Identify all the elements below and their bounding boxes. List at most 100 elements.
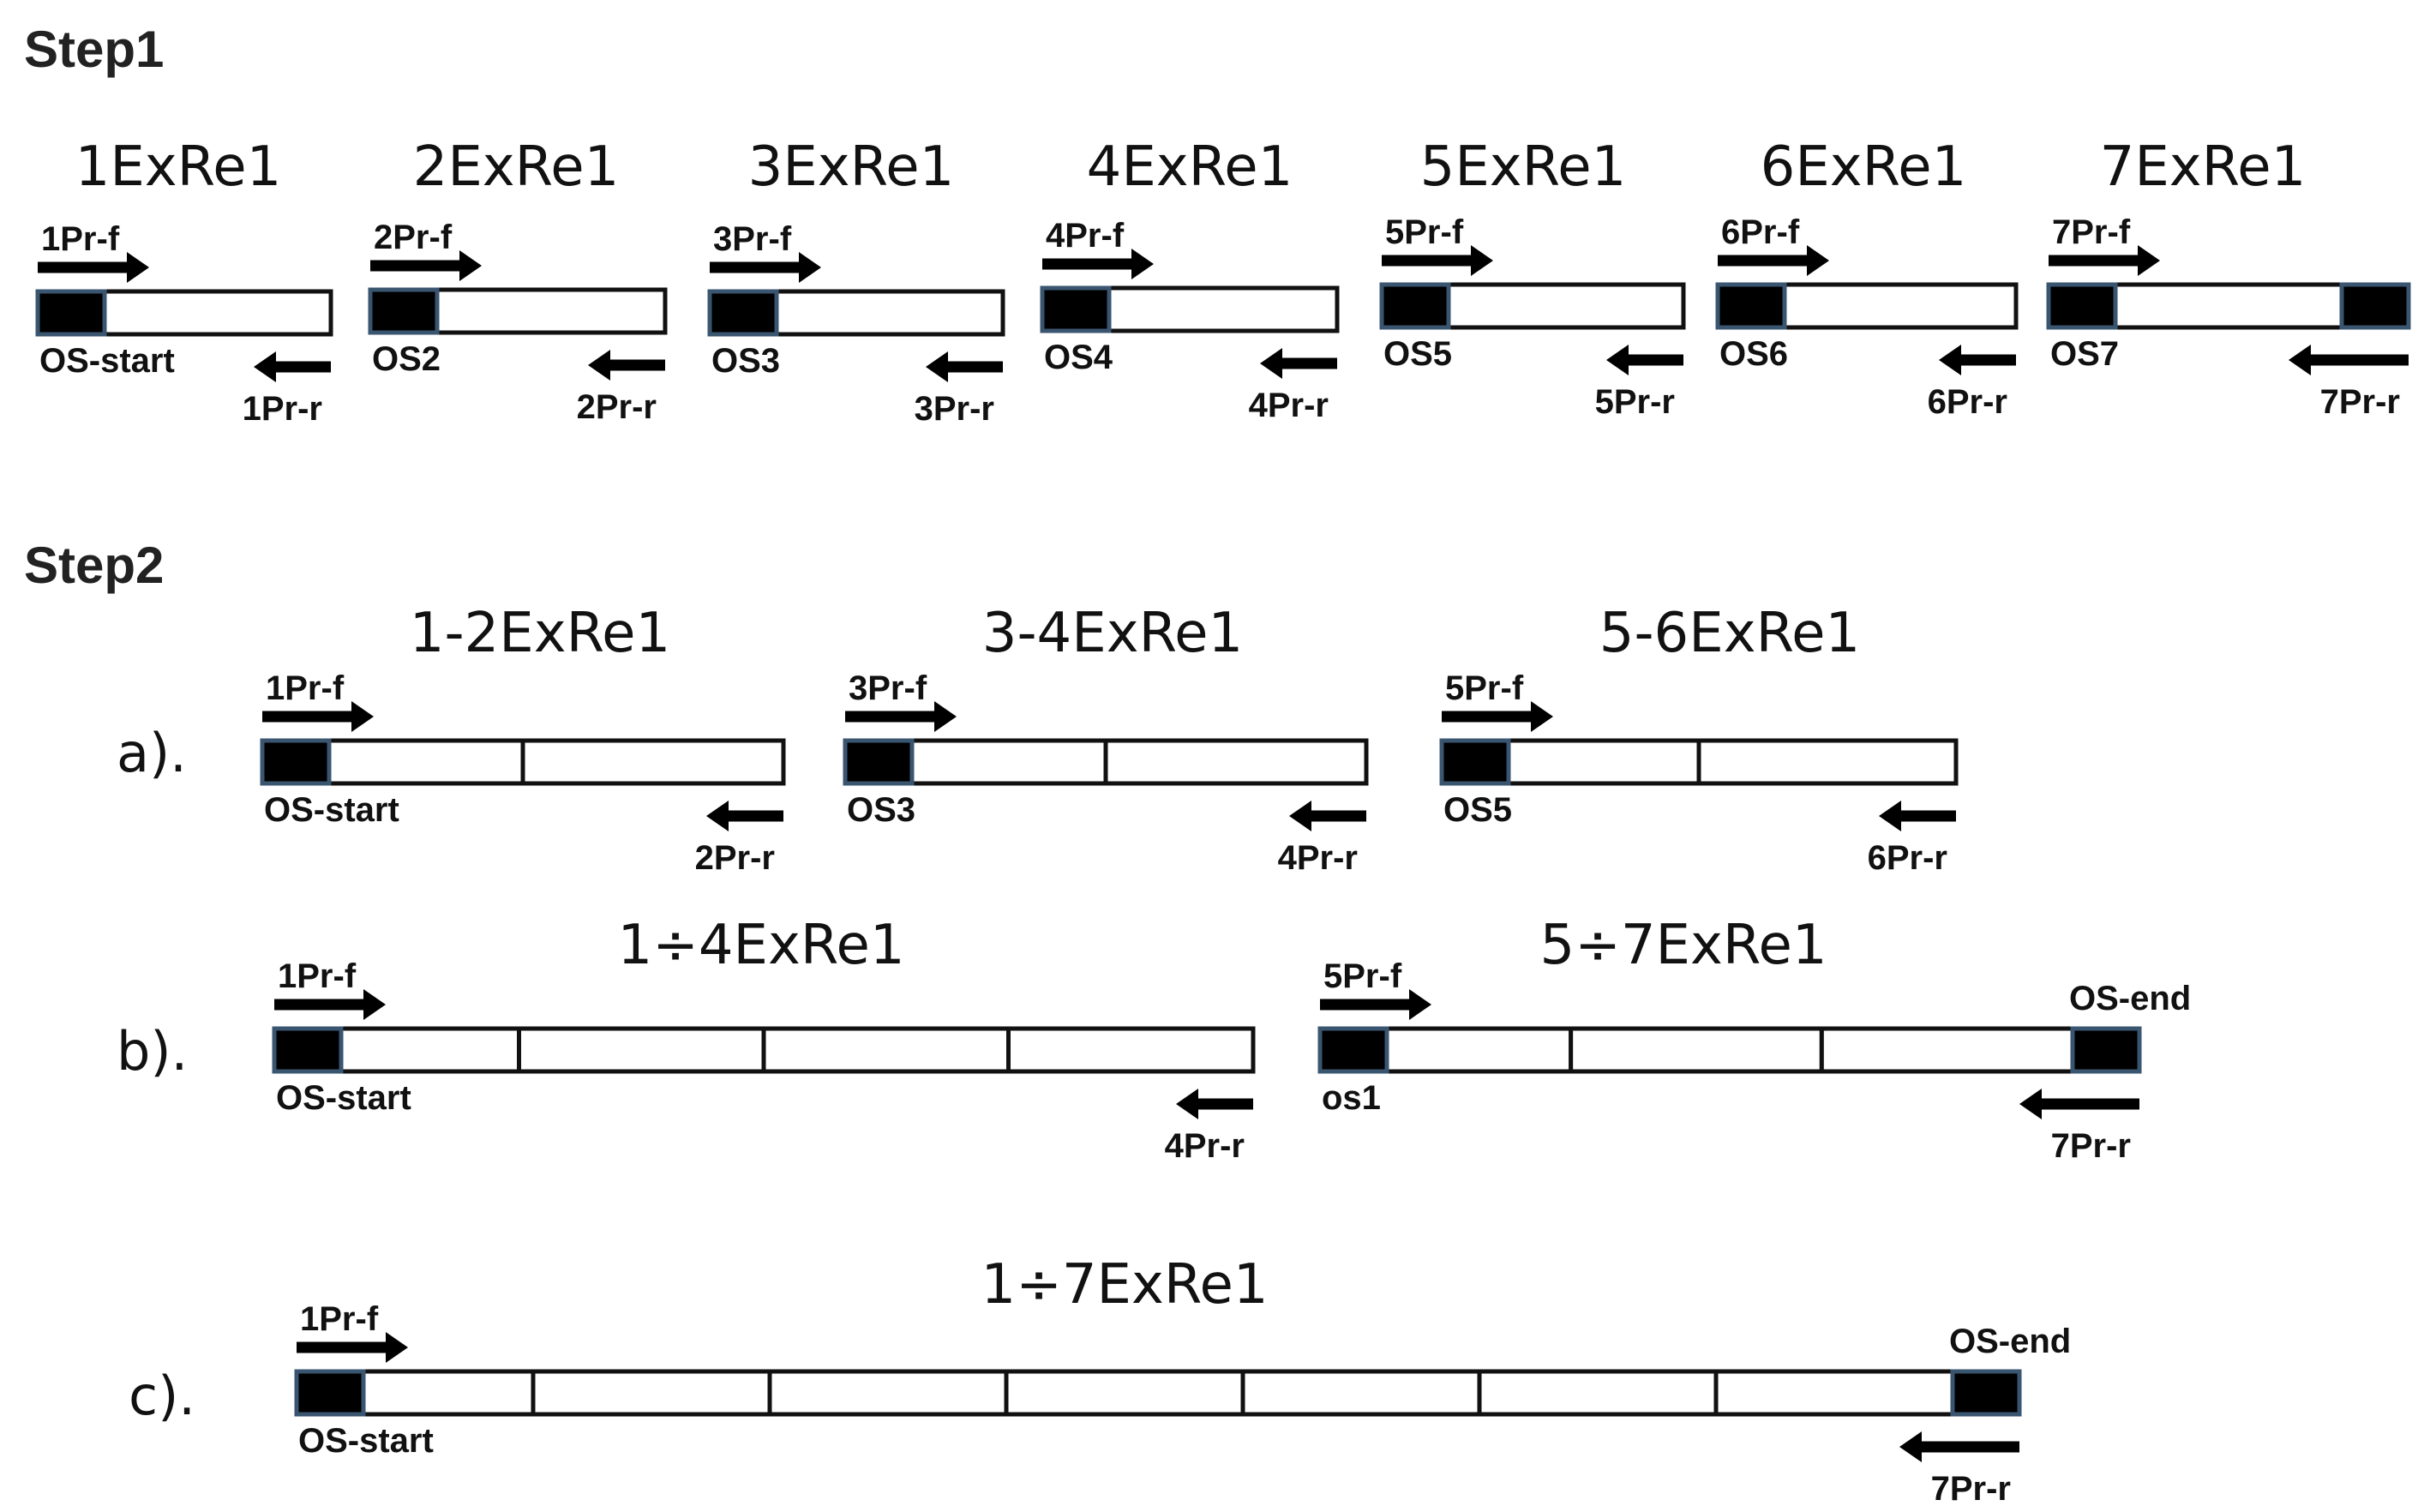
step1-construct-4-rev-label: 4Pr-r: [1249, 387, 1329, 424]
row-b-construct-2-os-label: os1: [1322, 1079, 1381, 1117]
row-b-construct-2-os-end-block: [2070, 1026, 2142, 1074]
row-b-construct-2-os-start-block: [1317, 1026, 1389, 1074]
step1-construct-4-title: 4ExRe1: [1087, 135, 1293, 199]
step1-construct-6-rev-label: 6Pr-r: [1928, 383, 2007, 421]
row-a-construct-2-segment-2: [1103, 738, 1369, 786]
row-c-construct-1-rev-arrow-head: [1899, 1431, 1922, 1462]
row-c-construct-1-title: 1÷7ExRe1: [981, 1253, 1268, 1317]
step1-construct-1-rev-arrow-head: [254, 351, 276, 382]
row-a-construct-2-fwd-label: 3Pr-f: [849, 669, 927, 707]
row-c-construct-1-os-label: OS-start: [298, 1422, 434, 1460]
row-c-label: c).: [129, 1365, 195, 1427]
row-a-construct-2-rev-arrow-head: [1289, 801, 1311, 831]
row-b-construct-1-rev-label: 4Pr-r: [1165, 1127, 1245, 1165]
row-a-construct-2-os-label: OS3: [847, 791, 915, 829]
row-a-construct-2-title: 3-4ExRe1: [982, 602, 1244, 665]
step1-construct-5-os-label: OS5: [1383, 335, 1452, 373]
step1-construct-4-os-label: OS4: [1044, 339, 1113, 376]
row-c-construct-1-os-end-label: OS-end: [1949, 1323, 2071, 1360]
row-a-construct-3-segment-2: [1696, 738, 1959, 786]
step1-construct-5-title: 5ExRe1: [1420, 135, 1627, 199]
row-a-construct-2-os-start-block: [843, 738, 915, 786]
step1-construct-1-os-label: OS-start: [39, 342, 175, 380]
row-c-construct-1-fwd-label: 1Pr-f: [300, 1300, 379, 1338]
step1-construct-3-os-start-block: [707, 289, 779, 337]
row-c-construct-1-segment-6: [1477, 1369, 1719, 1417]
step1-construct-2-os-label: OS2: [372, 340, 441, 378]
step1-construct-1-os-start-block: [35, 289, 107, 337]
step1-construct-7-fwd-arrow-head: [2138, 245, 2160, 276]
row-b-construct-2-rev-label: 7Pr-r: [2051, 1127, 2131, 1165]
step1-construct-2-rev-arrow-head: [588, 350, 610, 381]
constructs-layer: 1ExRe11Pr-fOS-start1Pr-r2ExRe12Pr-fOS22P…: [35, 135, 2411, 1508]
row-b-construct-2-segment-2: [1569, 1026, 1824, 1074]
row-b-construct-1-fwd-arrow-head: [363, 989, 386, 1020]
row-b-construct-1-segment-3: [761, 1026, 1011, 1074]
step1-construct-1-rev-label: 1Pr-r: [243, 390, 322, 428]
step1-construct-3-fwd-label: 3Pr-f: [713, 220, 792, 258]
step1-construct-2-rev-label: 2Pr-r: [577, 388, 657, 426]
step1-construct-6-fwd-label: 6Pr-f: [1721, 213, 1800, 251]
row-c-construct-1-os-end-block: [1950, 1369, 2022, 1417]
step1-construct-3-rev-arrow-head: [926, 351, 948, 382]
row-c-construct-1-segment-4: [1004, 1369, 1245, 1417]
step1-construct-2-title: 2ExRe1: [413, 135, 620, 199]
step1-construct-7-os-label: OS7: [2050, 335, 2119, 373]
step1-construct-6-os-start-block: [1715, 282, 1787, 330]
step1-construct-7-rev-arrow-head: [2289, 345, 2311, 375]
step1-construct-7-os-end-block: [2339, 282, 2411, 330]
row-c-construct-1-segment-2: [531, 1369, 772, 1417]
row-b-construct-2-fwd-label: 5Pr-f: [1323, 957, 1402, 995]
step1-construct-4-fwd-arrow-head: [1131, 249, 1154, 279]
step1-construct-3-rev-label: 3Pr-r: [915, 390, 994, 428]
step1-construct-1-title: 1ExRe1: [75, 135, 282, 199]
row-a-construct-3-title: 5-6ExRe1: [1599, 602, 1861, 665]
row-a-construct-1-os-label: OS-start: [264, 791, 399, 829]
row-b-construct-2-segment-3: [1819, 1026, 2075, 1074]
step1-construct-5-os-start-block: [1379, 282, 1451, 330]
row-b-construct-1-segment-2: [517, 1026, 766, 1074]
step1-construct-5-fwd-arrow-head: [1471, 245, 1493, 276]
step1-construct-5-rev-arrow-head: [1606, 345, 1629, 375]
row-a-construct-1-rev-label: 2Pr-r: [695, 839, 775, 877]
step2-label: Step2: [24, 537, 164, 594]
row-c-construct-1-rev-label: 7Pr-r: [1931, 1470, 2011, 1508]
row-a-construct-2-rev-label: 4Pr-r: [1278, 839, 1358, 877]
row-a-construct-3-fwd-arrow-head: [1531, 701, 1553, 732]
row-a-construct-2-fwd-arrow-head: [934, 701, 957, 732]
row-a-construct-1-fwd-label: 1Pr-f: [266, 669, 345, 707]
row-a-construct-1-fwd-arrow-head: [351, 701, 374, 732]
step1-construct-7-os-start-block: [2046, 282, 2118, 330]
row-b-construct-2-os-end-label: OS-end: [2069, 980, 2191, 1017]
row-c-construct-1-fwd-arrow-head: [386, 1332, 408, 1363]
row-a-construct-3-os-start-block: [1439, 738, 1511, 786]
step1-construct-3-fwd-arrow-head: [799, 252, 821, 283]
step1-construct-5-rev-label: 5Pr-r: [1595, 383, 1675, 421]
row-a-construct-3-rev-label: 6Pr-r: [1868, 839, 1947, 877]
step1-construct-2-fwd-arrow-head: [459, 250, 482, 281]
step1-construct-4-os-start-block: [1040, 285, 1112, 333]
step1-construct-6-os-label: OS6: [1719, 335, 1788, 373]
row-b-label: b).: [117, 1020, 188, 1083]
row-c-construct-1-os-start-block: [294, 1369, 366, 1417]
row-c-construct-1-segment-3: [767, 1369, 1009, 1417]
row-a-label: a).: [117, 722, 187, 784]
row-b-construct-2-rev-arrow-head: [2019, 1089, 2042, 1119]
row-a-construct-1-title: 1-2ExRe1: [410, 602, 671, 665]
row-a-construct-3-rev-arrow-head: [1879, 801, 1901, 831]
row-b-construct-2-fwd-arrow-head: [1409, 989, 1431, 1020]
step1-construct-6-title: 6ExRe1: [1761, 135, 1967, 199]
step1-construct-6-fwd-arrow-head: [1807, 245, 1829, 276]
row-b-construct-1-os-label: OS-start: [276, 1079, 411, 1117]
step1-construct-3-os-label: OS3: [711, 342, 780, 380]
row-a-construct-3-os-label: OS5: [1443, 791, 1512, 829]
step1-construct-7-title: 7ExRe1: [2100, 135, 2307, 199]
step1-construct-2-os-start-block: [368, 287, 440, 335]
row-b-construct-1-rev-arrow-head: [1176, 1089, 1198, 1119]
row-a-construct-1-segment-2: [520, 738, 786, 786]
row-b-construct-1-os-start-block: [272, 1026, 344, 1074]
step1-construct-4-fwd-label: 4Pr-f: [1046, 217, 1125, 255]
row-c-construct-1-segment-5: [1240, 1369, 1482, 1417]
step1-construct-1-fwd-arrow-head: [127, 252, 149, 283]
